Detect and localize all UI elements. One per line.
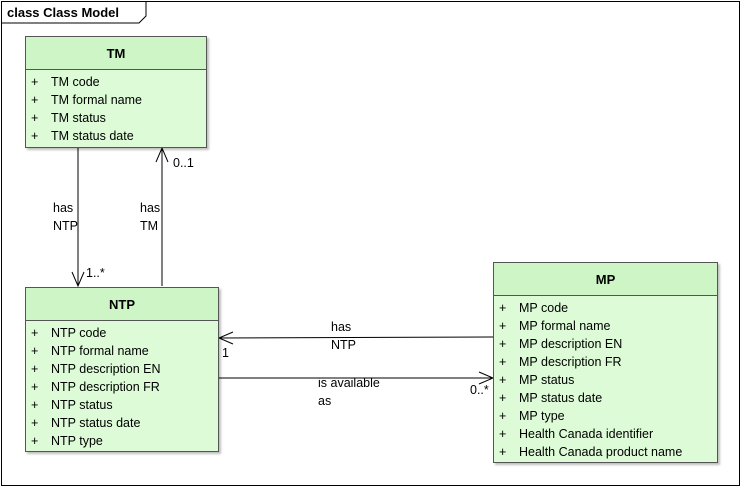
- assoc-ntp-has-tm-arrowhead: [155, 146, 169, 163]
- class-ntp-attribute: + NTP type: [26, 432, 218, 450]
- attribute-visibility: +: [31, 111, 39, 125]
- attribute-visibility: +: [31, 434, 39, 448]
- assoc-ntp-available-as-mp-label-2: as: [318, 394, 332, 408]
- assoc-ntp-has-tm-multiplicity: 0..1: [173, 156, 194, 170]
- class-ntp-attribute: + NTP status date: [26, 414, 218, 432]
- class-mp-attribute: + Health Canada identifier: [494, 425, 717, 443]
- attribute-name: TM code: [51, 75, 100, 89]
- attribute-name: NTP status: [51, 398, 113, 412]
- attribute-name: NTP description FR: [51, 380, 160, 394]
- assoc-ntp-has-tm-label-2: TM: [140, 219, 159, 233]
- attribute-name: Health Canada product name: [519, 445, 683, 459]
- attribute-visibility: +: [499, 337, 507, 351]
- attribute-visibility: +: [499, 355, 507, 369]
- class-mp-attribute: + MP status date: [494, 389, 717, 407]
- assoc-tm-has-ntp-multiplicity: 1..*: [86, 266, 105, 280]
- attribute-visibility: +: [499, 373, 507, 387]
- attribute-name: TM status date: [51, 129, 134, 143]
- assoc-ntp-available-as-mp-multiplicity: 0..*: [470, 383, 489, 397]
- class-ntp-attribute: + NTP description FR: [26, 378, 218, 396]
- attribute-name: MP formal name: [519, 319, 611, 333]
- class-mp-attribute: + MP code: [494, 299, 717, 317]
- attribute-visibility: +: [31, 344, 39, 358]
- class-mp-attribute: + Health Canada product name: [494, 443, 717, 461]
- attribute-name: NTP formal name: [51, 344, 149, 358]
- class-mp-attributes: + MP code + MP formal name + MP descript…: [494, 296, 717, 461]
- attribute-name: MP status: [519, 373, 575, 387]
- attribute-visibility: +: [499, 445, 507, 459]
- attribute-visibility: +: [31, 362, 39, 376]
- assoc-mp-has-ntp-line: [218, 336, 494, 339]
- attribute-name: MP type: [519, 409, 565, 423]
- class-tm-attribute: + TM formal name: [26, 91, 206, 109]
- attribute-visibility: +: [31, 416, 39, 430]
- assoc-mp-has-ntp-multiplicity: 1: [222, 346, 229, 360]
- attribute-name: TM status: [51, 111, 106, 125]
- attribute-visibility: +: [31, 93, 39, 107]
- attribute-visibility: +: [31, 398, 39, 412]
- assoc-tm-has-ntp-arrowhead: [71, 271, 85, 288]
- frame-label: class Class Model: [7, 5, 119, 20]
- class-tm-name: TM: [26, 37, 206, 70]
- attribute-visibility: +: [31, 75, 39, 89]
- class-ntp-attribute: + NTP description EN: [26, 360, 218, 378]
- class-mp[interactable]: MP + MP code + MP formal name + MP descr…: [493, 262, 718, 463]
- attribute-name: NTP description EN: [51, 362, 161, 376]
- class-mp-attribute: + MP type: [494, 407, 717, 425]
- assoc-ntp-available-as-mp-label-1: is available: [318, 376, 380, 390]
- attribute-name: MP description FR: [519, 355, 622, 369]
- attribute-visibility: +: [499, 427, 507, 441]
- class-mp-attribute: + MP formal name: [494, 317, 717, 335]
- class-ntp-attribute: + NTP code: [26, 324, 218, 342]
- class-mp-attribute: + MP description EN: [494, 335, 717, 353]
- class-mp-name: MP: [494, 263, 717, 296]
- assoc-mp-has-ntp-label-1: has: [331, 320, 352, 334]
- class-tm[interactable]: TM + TM code + TM formal name + TM statu…: [25, 36, 207, 148]
- attribute-visibility: +: [499, 391, 507, 405]
- class-tm-attribute: + TM status: [26, 109, 206, 127]
- class-ntp-attribute: + NTP status: [26, 396, 218, 414]
- class-ntp[interactable]: NTP + NTP code + NTP formal name + NTP d…: [25, 287, 219, 452]
- attribute-name: NTP status date: [51, 416, 141, 430]
- attribute-visibility: +: [31, 380, 39, 394]
- assoc-ntp-has-tm-label-1: has: [140, 201, 161, 215]
- class-tm-attribute: + TM code: [26, 73, 206, 91]
- class-ntp-attributes: + NTP code + NTP formal name + NTP descr…: [26, 321, 218, 450]
- attribute-visibility: +: [499, 319, 507, 333]
- assoc-mp-has-ntp-arrowhead: [217, 331, 234, 345]
- class-ntp-name: NTP: [26, 288, 218, 321]
- attribute-visibility: +: [499, 301, 507, 315]
- assoc-mp-has-ntp-label-2: NTP: [331, 338, 356, 352]
- attribute-name: NTP code: [51, 326, 107, 340]
- assoc-tm-has-ntp-label-1: has: [53, 201, 74, 215]
- attribute-visibility: +: [499, 409, 507, 423]
- class-tm-attributes: + TM code + TM formal name + TM status +…: [26, 70, 206, 145]
- attribute-visibility: +: [31, 129, 39, 143]
- attribute-name: MP description EN: [519, 337, 623, 351]
- attribute-name: MP status date: [519, 391, 603, 405]
- attribute-name: Health Canada identifier: [519, 427, 654, 441]
- attribute-name: TM formal name: [51, 93, 142, 107]
- assoc-tm-has-ntp-label-2: NTP: [53, 219, 78, 233]
- attribute-name: NTP type: [51, 434, 103, 448]
- class-mp-attribute: + MP description FR: [494, 353, 717, 371]
- attribute-name: MP code: [519, 301, 569, 315]
- class-tm-attribute: + TM status date: [26, 127, 206, 145]
- attribute-visibility: +: [31, 326, 39, 340]
- frame-tab-outline: [1, 1, 147, 24]
- class-ntp-attribute: + NTP formal name: [26, 342, 218, 360]
- class-mp-attribute: + MP status: [494, 371, 717, 389]
